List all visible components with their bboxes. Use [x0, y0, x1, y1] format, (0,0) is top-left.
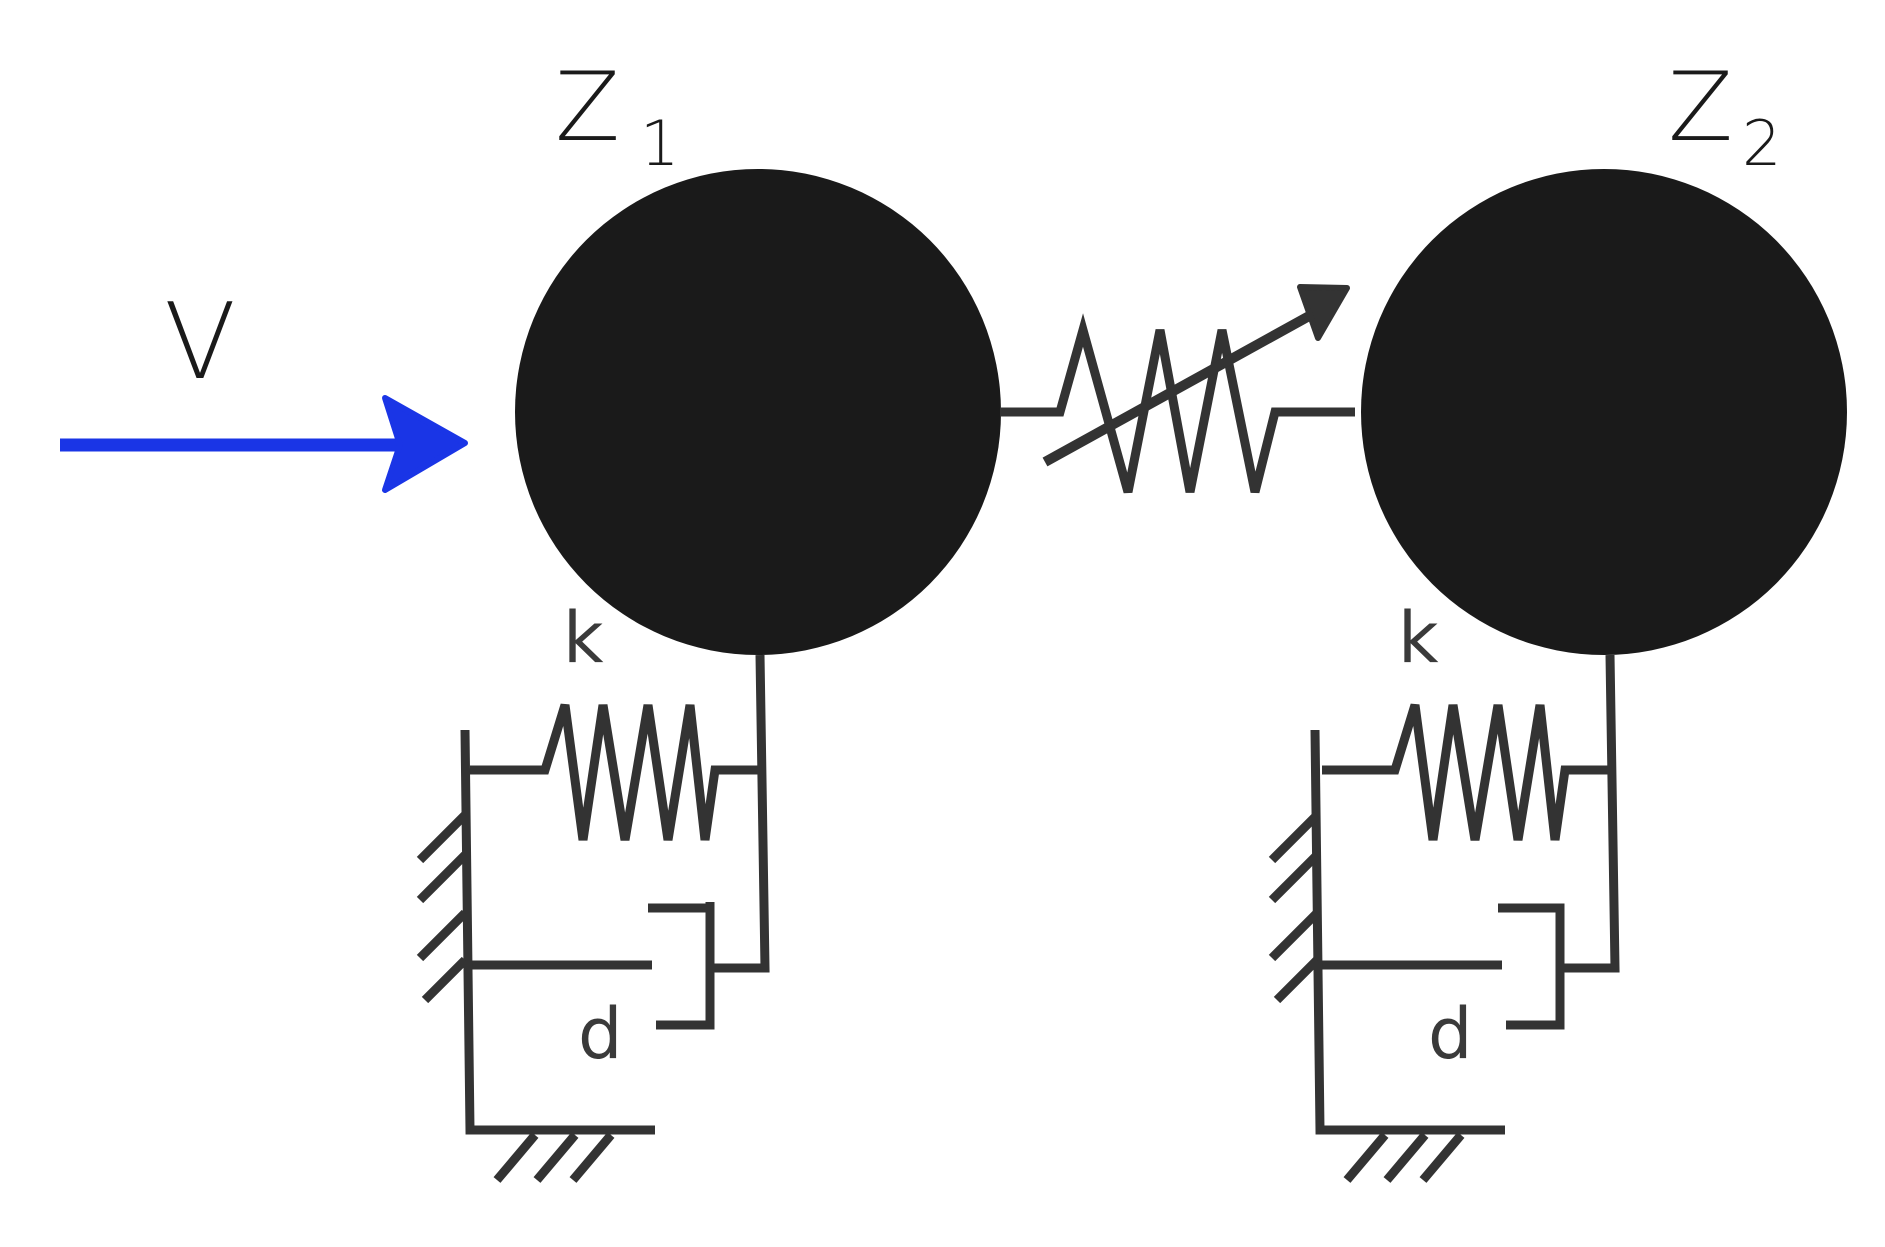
mass-1-label: Z 1	[555, 53, 679, 180]
input-arrow	[60, 395, 468, 493]
suspension-2	[1268, 654, 1620, 1183]
damper-1-label: d	[578, 993, 622, 1075]
spring-1-label: k	[563, 597, 604, 679]
svg-text:Z: Z	[1668, 53, 1733, 163]
svg-text:2: 2	[1742, 107, 1781, 180]
input-label: V	[164, 281, 236, 403]
coupling-variable-spring	[1000, 284, 1355, 494]
svg-text:1: 1	[640, 107, 679, 180]
svg-text:Z: Z	[555, 53, 620, 163]
ground-hatch-icon	[1268, 811, 1465, 1183]
damper-2-label: d	[1428, 993, 1472, 1075]
suspension-1	[416, 654, 770, 1183]
ground-hatch-icon	[416, 811, 615, 1183]
spring-2-label: k	[1398, 597, 1439, 679]
mass-1	[515, 169, 1001, 655]
mass-2-label: Z 2	[1668, 53, 1781, 180]
variable-arrow-head-icon	[1297, 284, 1350, 341]
mass-2	[1361, 169, 1847, 655]
